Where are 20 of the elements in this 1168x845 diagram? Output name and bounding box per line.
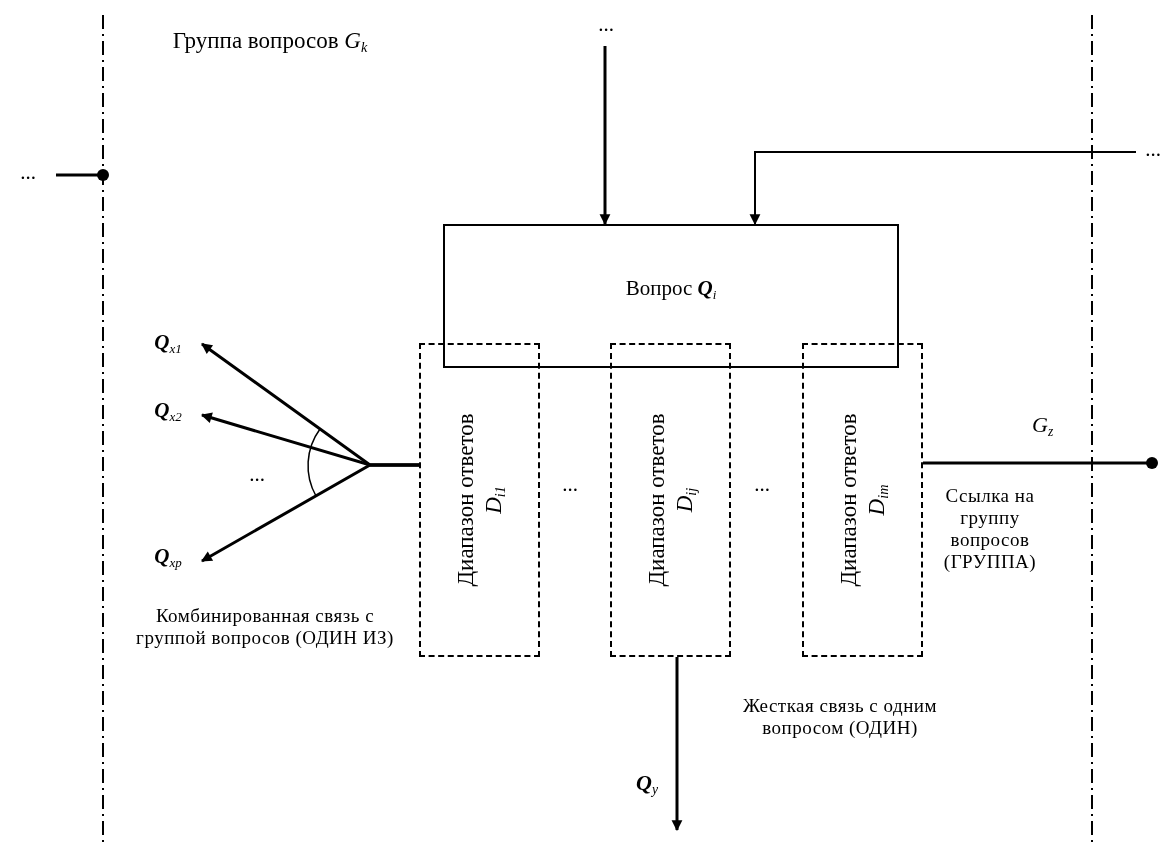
link-line (923, 457, 1158, 469)
ellipsis-text: ... (1138, 137, 1168, 167)
arrow (749, 151, 1137, 226)
ellipsis-text: ... (8, 160, 48, 190)
caption-text: Жесткая связь с одним вопросом (ОДИН) (741, 695, 938, 739)
ellipsis-text: ... (248, 462, 266, 487)
arrow (599, 46, 611, 226)
ellipsis-text: ... (753, 472, 771, 497)
ellipsis-text: ... (561, 472, 579, 497)
question-box: Вопрос Q$_{i}$ (443, 224, 899, 368)
question-ref-text: Q$_{x1}$ (138, 330, 198, 364)
arrow (671, 657, 683, 832)
question-ref-text: Q$_{x2}$ (138, 398, 198, 432)
caption-text: Ссылка на группу вопросов (ГРУППА) (942, 485, 1038, 573)
caption-text: Комбинированная связь с группой вопросов (ОДИН ИЗ) (135, 605, 395, 649)
group-title: Группа вопросов G$_{k}$ (171, 28, 369, 56)
link-line (56, 169, 109, 181)
ellipsis-text: ... (588, 12, 624, 42)
arrow (201, 463, 419, 563)
question-ref-text: Q$_{xp}$ (138, 544, 198, 578)
